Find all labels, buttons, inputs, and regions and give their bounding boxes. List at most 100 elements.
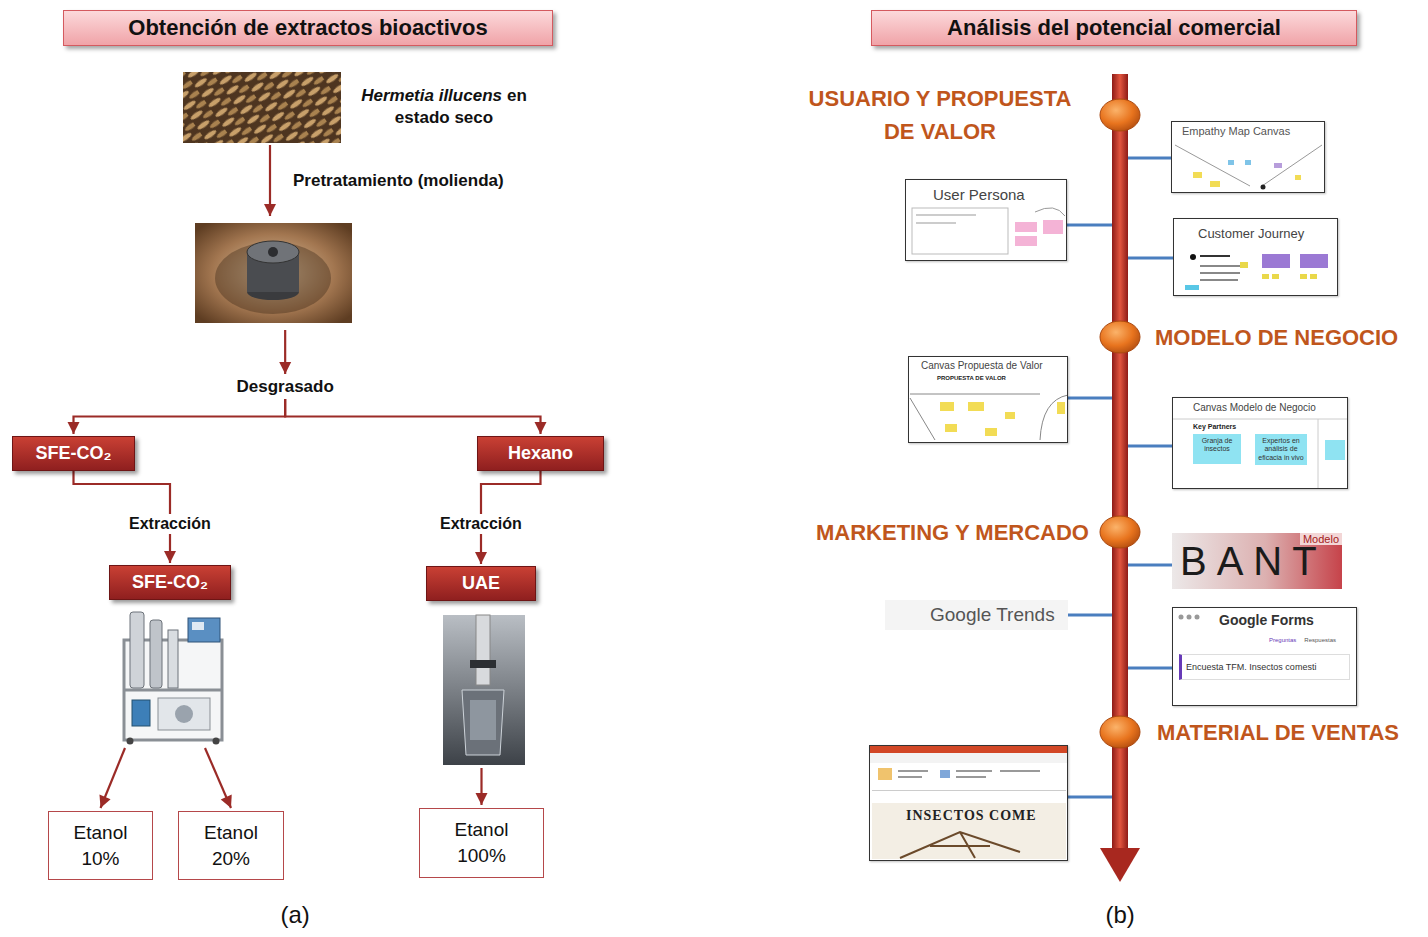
method-box: Hexano (477, 436, 604, 471)
empathy-map-sketch-part (1210, 181, 1220, 187)
business-canvas-sketch (1173, 419, 1347, 488)
edge-label-wrap: Extracción (436, 514, 526, 534)
thumbnail: User Persona (905, 179, 1067, 261)
leader-lines-part (1128, 157, 1171, 160)
empathy-map-sketch-part (1175, 145, 1322, 186)
empathy-map-sketch-part (1295, 175, 1301, 180)
node-text: Modelo (1300, 533, 1342, 545)
slides-sketch-part (956, 776, 986, 778)
sfe-equipment-part (168, 630, 178, 688)
milestone-circle-shape (1100, 99, 1140, 131)
node-text: Respuestas (1304, 637, 1336, 643)
forms-window-dots (1179, 615, 1200, 620)
forms-window-dots-part (1187, 615, 1192, 620)
milestone: MODELO DE NEGOCIO (1099, 320, 1398, 354)
sfe-equipment-part (175, 705, 193, 723)
slides-sketch-part (878, 768, 892, 780)
sfe-equipment-part (132, 700, 150, 726)
customer-journey-sketch-part (1240, 262, 1248, 268)
uae-equipment-part (443, 615, 525, 765)
slides-sketch-part (898, 776, 922, 778)
leader-lines-part (1067, 224, 1112, 227)
value-canvas-sketch (910, 394, 1068, 440)
node-text: MODELO DE NEGOCIO (1155, 321, 1398, 354)
milestone-circle (1099, 98, 1141, 132)
solvent-box: Etanol 20% (178, 811, 284, 880)
caption-wrap: (a) (281, 901, 310, 929)
user-persona-sketch-part (1015, 236, 1037, 246)
larvae-photo (183, 72, 341, 143)
user-persona-sketch-part (916, 222, 956, 224)
customer-journey-sketch-part (1200, 265, 1245, 267)
empathy-map-sketch-part (1193, 172, 1202, 178)
milestone-circle (1099, 320, 1141, 354)
grinder-photo-part (268, 247, 278, 257)
edge-label: Extracción (125, 514, 215, 534)
user-persona-sketch-part (1043, 220, 1063, 234)
node-text: PROPUESTA DE VALOR (937, 375, 1067, 381)
node-text: Key Partners (1193, 423, 1347, 430)
customer-journey-sketch-part (1262, 254, 1290, 268)
thumbnail: Canvas Propuesta de ValorPROPUESTA DE VA… (908, 356, 1068, 443)
step-label: Desgrasado (237, 377, 334, 397)
grinder-photo (195, 223, 352, 323)
node-text: Análisis del potencial comercial (947, 15, 1281, 41)
uae-equipment (443, 615, 525, 765)
user-persona-sketch (912, 208, 1065, 254)
milestone: USUARIO Y PROPUESTA DE VALOR (795, 82, 1141, 148)
slides-sketch-part (940, 770, 950, 778)
node-text: Google Trends (930, 604, 1055, 626)
specimen-photo: Hermetia illucensen estado seco (183, 72, 543, 143)
connector (99, 748, 125, 808)
leader-lines-part (1068, 614, 1112, 617)
node-text: Customer Journey (1198, 226, 1337, 241)
node-text: Google Forms (1179, 612, 1350, 628)
sfe-equipment-part (188, 618, 220, 642)
value-canvas-sketch-part (945, 424, 957, 432)
sfe-equipment-part (192, 622, 204, 630)
node-text: Empathy Map Canvas (1182, 125, 1314, 137)
arrow-head (221, 795, 232, 808)
sfe-equipment-part (124, 689, 222, 692)
forms-window-dots-part (1195, 615, 1200, 620)
forms-window-dots-part (1179, 615, 1184, 620)
thumbnail: Canvas Modelo de NegocioKey PartnersGran… (1172, 397, 1348, 489)
milestone: MATERIAL DE VENTAS (1099, 715, 1399, 749)
value-canvas-sketch-part (968, 402, 984, 411)
arrow-head (68, 422, 80, 434)
connector-line (205, 748, 231, 808)
customer-journey-sketch-part (1200, 272, 1240, 274)
customer-journey-sketch-part (1200, 255, 1230, 257)
slides-sketch-part (870, 753, 1067, 763)
tool-badge: Google Trends (885, 600, 1068, 630)
leader-lines-part (1128, 257, 1173, 260)
sfe-equipment-part (130, 612, 144, 688)
edge-label-wrap: Extracción (125, 514, 215, 534)
uae-equipment-part (476, 615, 490, 685)
node-text: Hermetia illucens (361, 86, 502, 105)
uae-equipment-part (470, 700, 496, 740)
timeline-arrow-part (1100, 848, 1140, 882)
arrow-head (475, 552, 487, 564)
milestone-circle (1099, 515, 1141, 549)
node-text: SFE-CO₂ (109, 565, 231, 600)
model-badge: BANTModelo (1172, 533, 1342, 589)
connector (476, 768, 488, 805)
connector (68, 399, 286, 434)
customer-journey-sketch-part (1262, 274, 1269, 279)
leader-lines (1067, 158, 1173, 797)
business-canvas-sketch-part (1173, 419, 1347, 488)
leader-lines-part (1128, 667, 1172, 670)
node-text: Canvas Modelo de Negocio (1193, 402, 1347, 413)
empathy-map-sketch-part (1245, 160, 1251, 165)
leader-lines-part (1068, 796, 1112, 799)
node-text: MATERIAL DE VENTAS (1157, 716, 1399, 749)
thumbnail: Customer Journey (1173, 218, 1338, 296)
node-text: Preguntas (1269, 637, 1296, 643)
connector (285, 399, 546, 434)
grinder-photo-part (215, 242, 331, 314)
node-text: Etanol 20% (204, 820, 258, 871)
value-canvas-sketch-part (940, 402, 954, 411)
user-persona-sketch-part (1015, 222, 1037, 232)
